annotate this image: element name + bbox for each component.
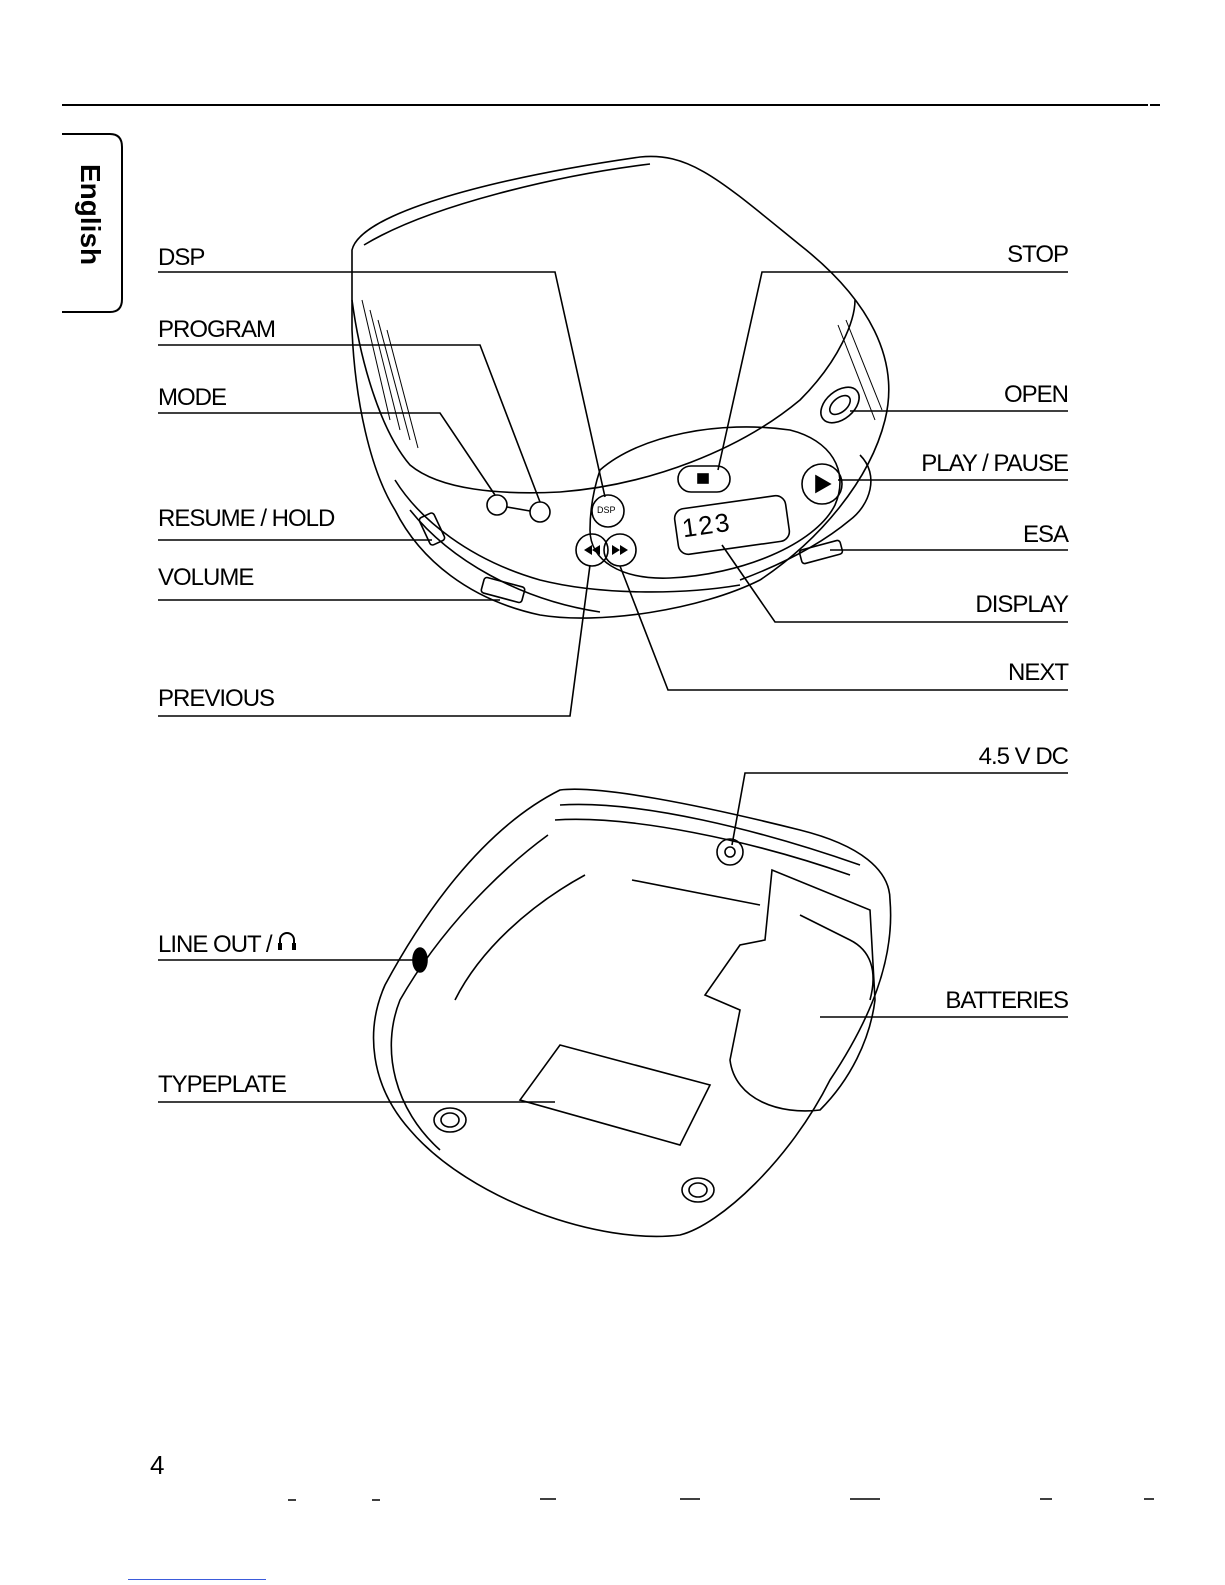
battery-compartment: [705, 870, 875, 1111]
page-number: 4: [150, 1450, 164, 1481]
resume-hold-switch: [418, 512, 445, 546]
label-next: NEXT: [1008, 661, 1068, 685]
player-bottom-view: [374, 789, 891, 1236]
label-mode: MODE: [158, 386, 226, 410]
label-batteries: BATTERIES: [945, 989, 1068, 1013]
label-esa: ESA: [1023, 523, 1068, 547]
typeplate: [520, 1045, 710, 1145]
label-open: OPEN: [1004, 383, 1068, 407]
label-dc-in: 4.5 V DC: [979, 745, 1068, 769]
label-play-pause: PLAY / PAUSE: [921, 452, 1068, 476]
label-volume: VOLUME: [158, 566, 253, 590]
headphones-icon: [276, 930, 298, 957]
label-previous: PREVIOUS: [158, 687, 274, 711]
scan-marks: [288, 1499, 1154, 1500]
label-line-out-text: LINE OUT /: [158, 931, 272, 958]
label-program: PROGRAM: [158, 318, 275, 342]
control-panel: [590, 427, 840, 578]
bottom-edge-underline: [128, 1579, 266, 1580]
open-slider: [814, 380, 866, 430]
foot-left: [434, 1108, 466, 1132]
bottom-shell-outline: [374, 789, 891, 1236]
player-top-view: [352, 156, 889, 618]
label-typeplate: TYPEPLATE: [158, 1073, 286, 1097]
label-display: DISPLAY: [975, 593, 1068, 617]
foot-right: [682, 1178, 714, 1202]
label-dsp: DSP: [158, 246, 204, 270]
display-readout: 123: [680, 509, 733, 542]
label-resume-hold: RESUME / HOLD: [158, 507, 334, 531]
dsp-button-text: DSP: [597, 506, 616, 515]
program-button: [530, 502, 550, 522]
dc-jack: [717, 839, 743, 865]
mode-button: [487, 495, 507, 515]
label-stop: STOP: [1007, 243, 1068, 267]
top-right-leaders: [620, 272, 1068, 690]
label-line-out: LINE OUT /: [158, 930, 298, 957]
